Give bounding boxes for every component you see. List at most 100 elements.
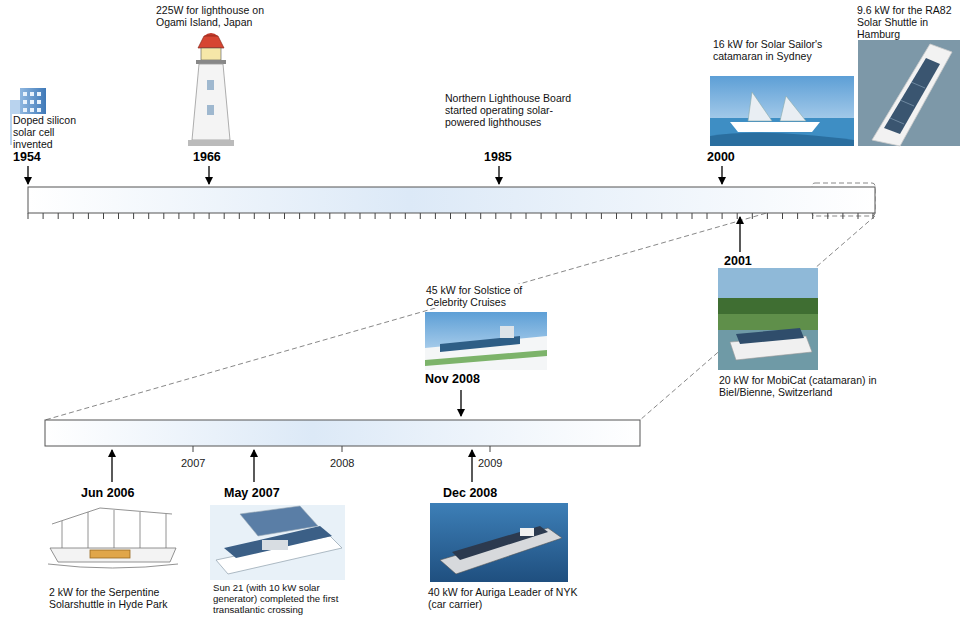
sun21-render-part [262, 540, 288, 550]
zoom-bar-part [45, 420, 640, 446]
year-tick [541, 213, 542, 219]
year-tick [224, 213, 225, 219]
timeline-bar [28, 187, 875, 219]
year-tick [163, 213, 164, 219]
date-label: Nov 2008 [424, 372, 481, 386]
year-tick [495, 213, 496, 219]
lighthouse-icon-part [198, 36, 224, 48]
year-label: 1954 [12, 150, 42, 164]
cruise-ship-photo [425, 312, 547, 370]
car-carrier-photo [430, 503, 568, 582]
event-note: Doped silicon solar cell invented [12, 114, 92, 150]
year-tick [812, 213, 813, 219]
year-tick [526, 213, 527, 219]
event-note: 16 kW for Solar Sailor's catamaran in Sy… [712, 38, 834, 62]
cruise-ship-photo-part [425, 350, 547, 366]
year-tick [827, 213, 828, 219]
event-arrows-part [739, 217, 740, 252]
sun21-render-part [210, 505, 345, 580]
timeline-bar-part [28, 187, 875, 213]
solarshuttle-drawing-part [45, 505, 178, 580]
year-tick [148, 213, 149, 219]
cruise-ship-photo-part [425, 336, 547, 370]
year-tick [103, 213, 104, 219]
zoom-bar-part [342, 446, 343, 452]
mobicat-photo-part [718, 268, 818, 298]
year-tick [737, 213, 738, 219]
year-tick [284, 213, 285, 219]
year-label: 1966 [192, 150, 222, 164]
solar-shuttle-photo [858, 36, 960, 146]
year-tick [873, 213, 874, 219]
year-tick [707, 213, 708, 219]
car-carrier-photo-part [520, 528, 534, 536]
building-icon-part-part [30, 100, 34, 104]
year-tick [314, 213, 315, 219]
axis-year: 2008 [329, 457, 355, 470]
year-tick [435, 213, 436, 219]
solar-shuttle-photo-part [890, 82, 925, 124]
building-icon-part-part [23, 100, 27, 104]
building-icon-part-part [37, 100, 41, 104]
year-tick [767, 213, 768, 219]
event-arrows [28, 166, 740, 482]
year-tick [797, 213, 798, 219]
year-tick [858, 213, 859, 219]
year-tick [88, 213, 89, 219]
year-tick [73, 213, 74, 219]
cruise-ship-photo-part [440, 336, 520, 352]
year-tick [329, 213, 330, 219]
zoom-lines-part [45, 200, 812, 420]
lighthouse-icon-part [192, 64, 230, 140]
building-icon-part-part [30, 92, 34, 96]
year-label: 1985 [483, 150, 513, 164]
year-tick [28, 213, 29, 219]
lighthouse-icon-part [201, 48, 221, 60]
event-note: Sun 21 (with 10 kW solar generator) comp… [212, 582, 346, 615]
event-arrows-part [471, 450, 472, 482]
event-arrows-part [111, 450, 112, 482]
year-tick [360, 213, 361, 219]
date-label: Jun 2006 [80, 486, 136, 500]
solar-shuttle-photo-part [872, 44, 952, 146]
year-tick [178, 213, 179, 219]
catamaran-photo-part [780, 96, 806, 121]
year-tick [375, 213, 376, 219]
sun21-render [210, 505, 345, 580]
sun21-render-part [240, 506, 318, 536]
building-icon-part-part [23, 108, 27, 112]
event-arrows-part [498, 166, 499, 184]
year-tick [616, 213, 617, 219]
building-icon-part-part [30, 108, 34, 112]
catamaran-photo-part [710, 118, 854, 146]
year-tick [510, 213, 511, 219]
year-tick [405, 213, 406, 219]
building-icon-part-part [37, 108, 41, 112]
lighthouse-icon-part [188, 140, 234, 146]
cruise-ship-photo-part [425, 312, 547, 370]
cruise-ship-photo-part [500, 326, 514, 338]
lighthouse-icon-part [204, 33, 218, 36]
solar-shuttle-photo-part [858, 36, 960, 146]
date-label: Dec 2008 [442, 486, 498, 500]
solar-shuttle-photo-part-part [900, 100, 914, 106]
car-carrier-photo-part [430, 503, 568, 582]
catamaran-photo-part [748, 92, 772, 121]
year-tick [58, 213, 59, 219]
catamaran-photo-part [730, 122, 820, 132]
building-icon-part-part [23, 92, 27, 96]
year-tick [692, 213, 693, 219]
date-label: May 2007 [223, 486, 281, 500]
zoom-bar [45, 420, 640, 452]
lighthouse-icon-part [196, 60, 226, 64]
mobicat-photo-part [736, 328, 804, 344]
year-tick [661, 213, 662, 219]
lighthouse-icon-part [207, 80, 214, 90]
catamaran-photo-part [710, 133, 854, 146]
year-tick [239, 213, 240, 219]
event-arrows-part [460, 390, 461, 416]
year-tick [254, 213, 255, 219]
year-tick [722, 213, 723, 219]
year-tick [571, 213, 572, 219]
event-note: 225W for lighthouse on Ogami Island, Jap… [155, 4, 292, 28]
